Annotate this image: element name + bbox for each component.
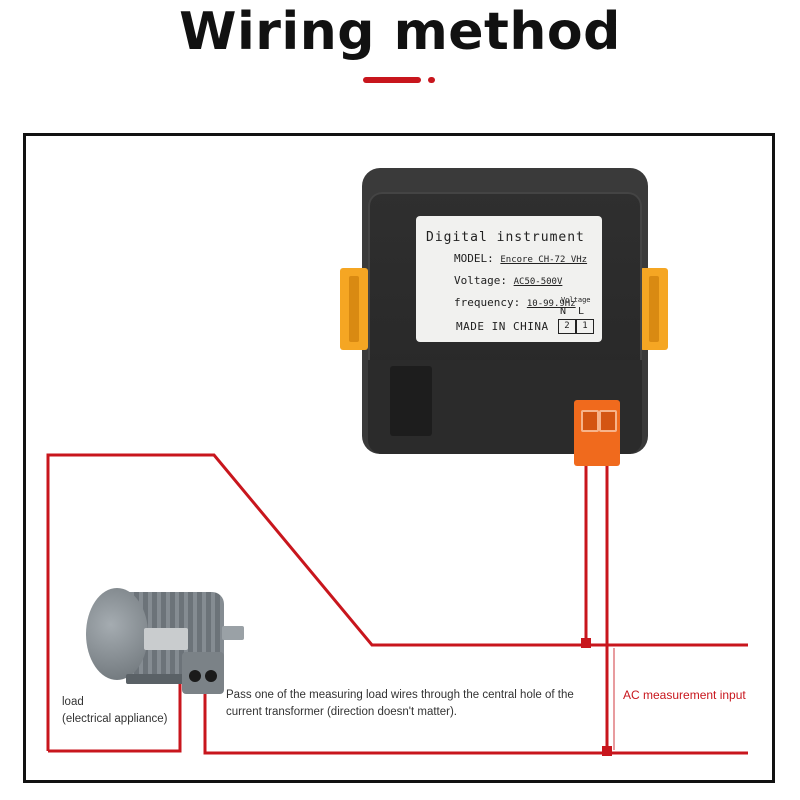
title-underline-dot (428, 77, 435, 83)
motor-shaft (222, 626, 244, 640)
label-terminal-2: 2 (558, 319, 576, 334)
ct-slot (390, 366, 432, 436)
load-wire-return (203, 680, 748, 755)
label-voltage: Voltage: AC50-500V (454, 274, 563, 287)
ct-instruction-caption: Pass one of the measuring load wires thr… (226, 689, 574, 718)
diagram-frame (23, 133, 775, 783)
motor-fan-cover (86, 588, 148, 680)
junction-n (581, 638, 591, 648)
terminal-screw-n (581, 410, 599, 432)
title-underline (363, 77, 421, 83)
terminal-block (574, 400, 620, 466)
label-model: MODEL: Encore CH-72 VHz (454, 252, 588, 265)
motor-nameplate (144, 628, 188, 650)
label-heading: Digital instrument (426, 230, 585, 245)
label-origin: MADE IN CHINA (456, 320, 549, 333)
label-terminal-group: Voltage (561, 296, 591, 304)
device-label: Digital instrument MODEL: Encore CH-72 V… (416, 216, 602, 342)
motor-load-image (86, 586, 246, 696)
junction-l (602, 746, 612, 756)
load-wire-upper (46, 453, 748, 751)
label-terminal-l: L (578, 306, 585, 317)
page-title: Wiring method (179, 2, 621, 62)
ac-input-caption: AC measurement input (623, 688, 746, 702)
mounting-clip-left (340, 268, 368, 350)
mounting-clip-right (640, 268, 668, 350)
digital-instrument: Digital instrument MODEL: Encore CH-72 V… (340, 168, 668, 466)
label-terminal-n: N (560, 306, 567, 317)
load-caption: load (electrical appliance) (62, 696, 168, 725)
terminal-screw-l (599, 410, 617, 432)
label-frequency: frequency: 10-99.9Hz (454, 296, 576, 309)
label-terminal-1: 1 (576, 319, 594, 334)
motor-terminal-box (182, 652, 224, 694)
load-wire-lower (48, 680, 182, 753)
